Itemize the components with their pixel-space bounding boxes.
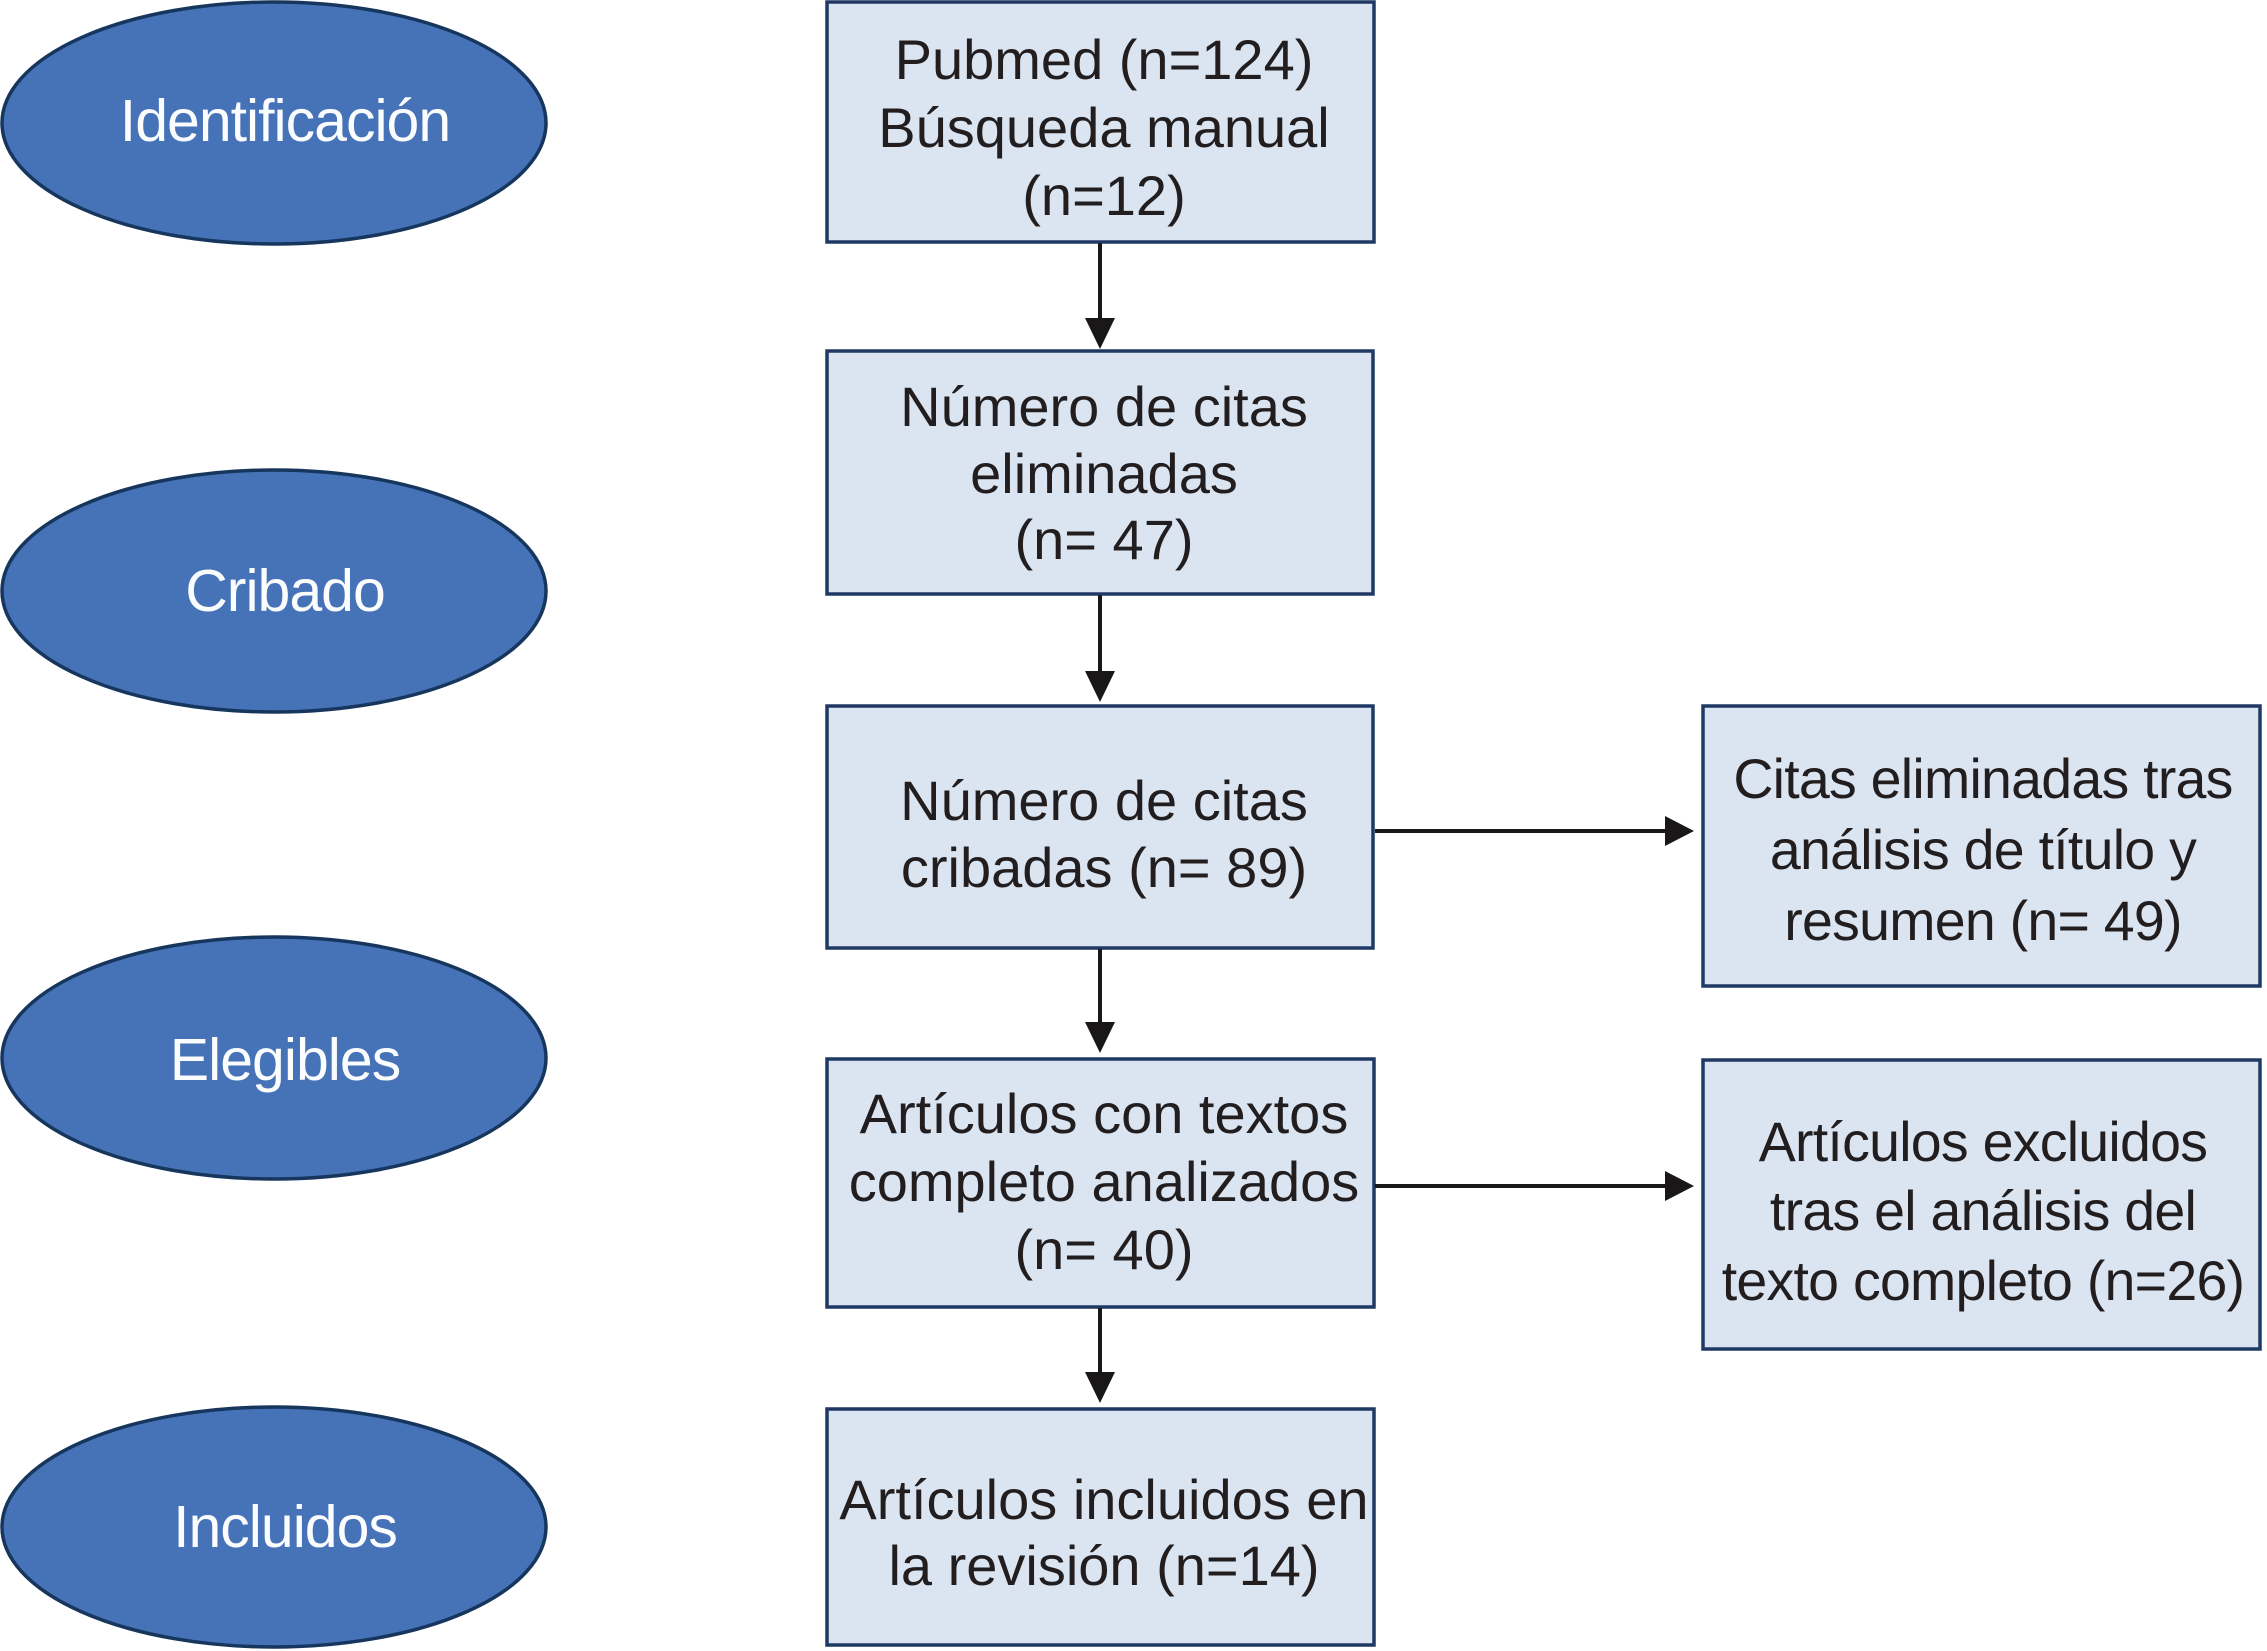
svg-text:(n= 47): (n= 47) <box>1015 508 1194 571</box>
svg-text:Pubmed (n=124): Pubmed (n=124) <box>895 28 1314 91</box>
svg-text:resumen (n= 49): resumen (n= 49) <box>1784 890 2182 952</box>
svg-text:texto completo (n=26): texto completo (n=26) <box>1722 1250 2245 1312</box>
svg-text:la revisión (n=14): la revisión (n=14) <box>888 1534 1319 1597</box>
svg-text:Citas eliminadas tras: Citas eliminadas tras <box>1733 748 2232 810</box>
svg-text:tras el análisis del: tras el análisis del <box>1770 1180 2196 1242</box>
svg-text:Búsqueda manual: Búsqueda manual <box>878 96 1329 159</box>
svg-text:completo analizados: completo analizados <box>849 1150 1360 1213</box>
svg-text:análisis de título y: análisis de título y <box>1770 819 2197 881</box>
svg-text:Artículos incluidos en: Artículos incluidos en <box>839 1468 1368 1531</box>
svg-text:Elegibles: Elegibles <box>170 1027 400 1093</box>
svg-text:Artículos excluidos: Artículos excluidos <box>1759 1111 2207 1173</box>
svg-text:Identificación: Identificación <box>120 88 450 154</box>
svg-text:eliminadas: eliminadas <box>970 442 1238 505</box>
svg-text:(n= 40): (n= 40) <box>1015 1218 1194 1281</box>
svg-text:Incluidos: Incluidos <box>173 1494 397 1560</box>
svg-text:Cribado: Cribado <box>185 558 385 624</box>
svg-text:(n=12): (n=12) <box>1022 164 1185 227</box>
svg-text:Número de citas: Número de citas <box>900 375 1308 438</box>
svg-text:Número de citas: Número de citas <box>900 769 1308 832</box>
svg-text:Artículos con textos: Artículos con textos <box>860 1082 1349 1145</box>
svg-text:cribadas (n= 89): cribadas (n= 89) <box>901 836 1307 899</box>
